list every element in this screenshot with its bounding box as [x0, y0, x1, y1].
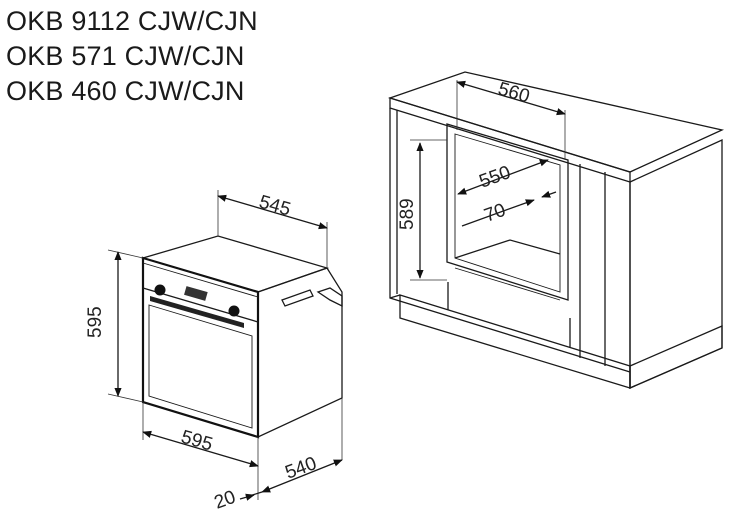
dim-label: 20 — [212, 487, 239, 514]
display-icon — [184, 286, 208, 301]
dim-niche-inner-width: 550 — [457, 159, 549, 195]
dim-label: 545 — [257, 192, 293, 221]
dim-label: 560 — [496, 79, 532, 108]
dim-oven-depth-bottom: 540 — [261, 398, 343, 493]
dim-niche-height: 589 — [397, 139, 447, 281]
cabinet-drawing — [387, 71, 725, 389]
knob-right-icon — [228, 305, 240, 317]
dim-label: 70 — [482, 200, 509, 227]
dim-label: 589 — [397, 198, 418, 230]
dim-vent-gap: 70 — [461, 190, 557, 227]
dim-label: 595 — [179, 427, 215, 456]
dim-front-protrusion: 20 — [212, 475, 263, 514]
dim-oven-width: 595 — [142, 402, 259, 475]
dim-oven-height: 595 — [85, 249, 144, 403]
oven-drawing — [140, 235, 343, 439]
dim-oven-depth-top: 545 — [217, 190, 328, 268]
knob-left-icon — [154, 284, 166, 296]
dim-label: 550 — [477, 162, 514, 193]
model-name: OKB 9112 CJW/CJN — [6, 6, 258, 36]
model-list: OKB 9112 CJW/CJN OKB 571 CJW/CJN OKB 460… — [6, 4, 258, 109]
model-name: OKB 460 CJW/CJN — [6, 76, 245, 106]
model-name: OKB 571 CJW/CJN — [6, 41, 245, 71]
dim-label: 595 — [85, 306, 106, 338]
dim-label: 540 — [283, 453, 320, 484]
